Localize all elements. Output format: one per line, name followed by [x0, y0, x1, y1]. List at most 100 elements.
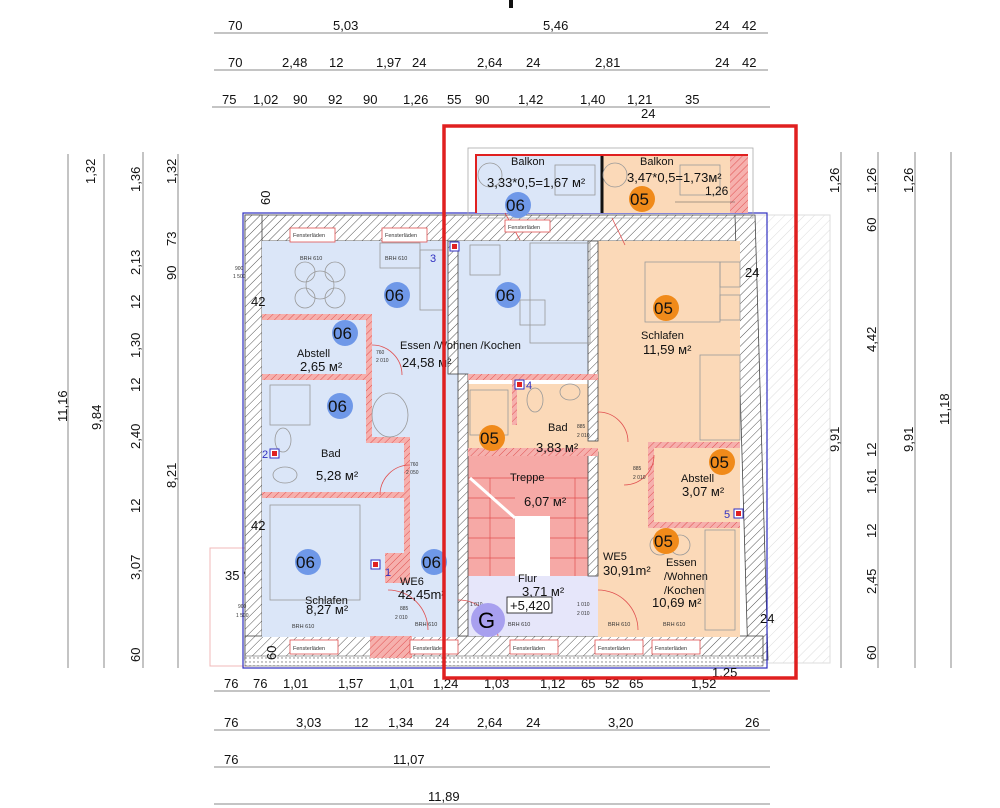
dim-bottom-3: 76 [224, 752, 238, 767]
plan-label: G [478, 608, 495, 633]
plan-label: 1 [385, 567, 391, 579]
dim-top-2: 2,64 [477, 55, 502, 70]
dim-top-3: 90 [363, 92, 377, 107]
markers: 1 2 3 4 5 [262, 241, 744, 579]
windows-top: Fensterläden Fensterläden Fensterläden F… [289, 219, 701, 655]
dim-bottom-2: 26 [745, 715, 759, 730]
interior-walls [262, 240, 740, 658]
dim-top-3: 90 [475, 92, 489, 107]
dim-right: 2,45 [864, 569, 879, 594]
dim-left: 1,32 [83, 159, 98, 184]
dim-bottom-2: 12 [354, 715, 368, 730]
dim-left: 90 [164, 266, 179, 280]
plan-label: Fensterläden [598, 646, 630, 652]
plan-label: BRH 610 [415, 622, 437, 628]
plan-label: 2 050 [406, 470, 419, 476]
unit-area-we6: 42,45m² [398, 587, 446, 602]
plan-label: 5 [724, 509, 730, 521]
dim-left: 12 [128, 499, 143, 513]
dim-left: 73 [164, 232, 179, 246]
badge-05: 05 [709, 449, 735, 475]
dim-right: 1,61 [864, 469, 879, 494]
dim-right: 9,91 [827, 427, 842, 452]
plan-label: 1 010 [470, 602, 483, 608]
level-box [506, 596, 553, 614]
room-area-balkon-06: 3,33*0,5=1,67 м² [487, 175, 586, 190]
dim-top-2: 2,48 [282, 55, 307, 70]
plan-label: 760 [410, 462, 419, 468]
plan-label: 05 [480, 429, 499, 448]
section-marker [509, 0, 513, 8]
badge-05: 05 [629, 186, 655, 212]
dim-right: 1,26 [864, 168, 879, 193]
dim-top-3: 1,40 [580, 92, 605, 107]
dim-top-2: 24 [715, 55, 729, 70]
room-area-balkon-05: 3,47*0,5=1,73м² [627, 170, 722, 185]
plan-label: 2 010 [633, 475, 646, 481]
door-specs: 760 2 010 760 2 050 885 2 010 885 2 010 … [233, 266, 646, 621]
unit-name-we6: WE6 [400, 576, 424, 588]
dim-top-3: 35 [685, 92, 699, 107]
plan-label: 24 [745, 265, 759, 280]
dimensions-left: 1,32 11,16 9,84 1,36 2,13 12 1,30 12 2,4… [55, 152, 179, 668]
room-area-essen-06: 24,58 м² [402, 355, 452, 370]
room-name-abstell-05: Abstell [681, 473, 714, 485]
level-value: +5,420 [510, 598, 550, 613]
unit-badges: 06 05 06 06 06 06 06 06 05 05 05 05 G [295, 186, 735, 637]
plan-label: 1,26 [705, 184, 729, 198]
dim-top-3: 75 [222, 92, 236, 107]
dim-left: 3,07 [128, 555, 143, 580]
dim-right: 1,26 [827, 168, 842, 193]
room-area-schlafen-05: 11,59 м² [643, 342, 692, 357]
badge-g: G [471, 603, 505, 637]
plan-label: Fensterläden [293, 233, 325, 239]
room-area-abstell-05: 3,07 м² [682, 484, 725, 499]
badge-06: 06 [495, 282, 521, 308]
plan-label: 24 [760, 611, 774, 626]
plan-label: 760 [376, 350, 385, 356]
dim-bottom-1: 1,01 [283, 676, 308, 691]
dim-top-1: 5,46 [543, 18, 568, 33]
badge-05: 05 [653, 528, 679, 554]
plan-label: 900 [235, 266, 244, 272]
plan-label: BRH 610 [663, 622, 685, 628]
stair-eye [515, 516, 550, 576]
dim-bottom-1: 1,01 [389, 676, 414, 691]
dim-bottom-2: 2,64 [477, 715, 502, 730]
plan-label: 06 [506, 196, 525, 215]
dim-left: 12 [128, 295, 143, 309]
plan-label: Fensterläden [655, 646, 687, 652]
plan-label: Fensterläden [508, 225, 540, 231]
dim-top-3: 92 [328, 92, 342, 107]
dim-left: 11,16 [55, 390, 70, 422]
dim-bottom-2: 24 [435, 715, 449, 730]
dimensions-top: 70 5,03 5,46 24 42 70 2,48 12 1,97 24 2,… [212, 18, 770, 121]
plan-label: 2 010 [577, 433, 590, 439]
dim-right: 1,26 [901, 168, 916, 193]
plan-label: 3 [430, 253, 436, 265]
plan-label: 06 [328, 397, 347, 416]
highlight-frame-we5 [442, 124, 798, 680]
dim-right: 60 [864, 646, 879, 660]
plan-label: BRH 610 [292, 624, 314, 630]
plan-label: 885 [577, 424, 586, 430]
plan-label: BRH 610 [300, 256, 322, 262]
dim-top-1: 24 [715, 18, 729, 33]
dim-bottom-2: 3,03 [296, 715, 321, 730]
plan-label: Fensterläden [385, 233, 417, 239]
plan-label: 06 [422, 553, 441, 572]
dim-left: 9,84 [89, 405, 104, 430]
dim-bottom-2: 3,20 [608, 715, 633, 730]
dim-top-2: 70 [228, 55, 242, 70]
room-name-balkon-05: Balkon [640, 156, 674, 168]
dim-right: 11,18 [937, 393, 952, 425]
room-area-abstell-06: 2,65 м² [300, 359, 343, 374]
plan-label: Fensterläden [513, 646, 545, 652]
door-swings [371, 212, 655, 637]
dim-left: 60 [128, 648, 143, 662]
dim-top-2: 24 [412, 55, 426, 70]
room-area-schlafen-06: 8,27 м² [306, 602, 349, 617]
dim-bottom-4: 11,89 [428, 789, 460, 804]
plan-label: Fensterläden [293, 646, 325, 652]
